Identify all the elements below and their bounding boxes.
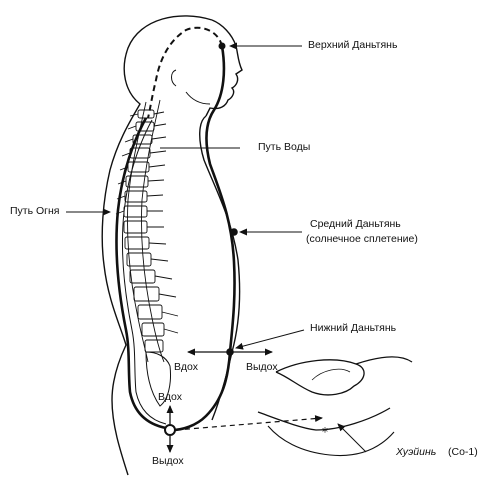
body-back-outline bbox=[101, 15, 213, 476]
sacrum bbox=[145, 351, 171, 407]
perineum-point bbox=[164, 424, 176, 436]
huiyin-dashed-link bbox=[175, 415, 323, 431]
jaw-line bbox=[185, 91, 211, 105]
thigh-outline bbox=[275, 359, 365, 396]
spine bbox=[115, 99, 179, 363]
exhale-perineum-label: Выдох bbox=[152, 455, 184, 467]
perineum-curve bbox=[267, 425, 395, 457]
huiyin-label: Хуэйинь bbox=[396, 446, 437, 458]
leg-outline bbox=[355, 356, 413, 365]
lower-dantian-label: Нижний Даньтянь bbox=[310, 322, 397, 334]
fire-path-label: Путь Огня bbox=[10, 205, 60, 217]
thigh-shading bbox=[311, 368, 351, 381]
middle-dantian-label: Средний Даньтянь bbox=[310, 218, 401, 230]
middle-dantian-point bbox=[230, 228, 238, 236]
ear bbox=[171, 69, 177, 87]
huiyin-code-label: (Co-1) bbox=[448, 446, 478, 458]
head-dashed-channel bbox=[147, 26, 223, 119]
fire-path-channel bbox=[115, 117, 167, 430]
fire-path-channel-inner bbox=[121, 119, 167, 425]
upper-dantian-label: Верхний Даньтянь bbox=[308, 39, 398, 51]
middle-dantian-note: (солнечное сплетение) bbox=[306, 233, 418, 245]
exhale-lower-label: Выдох bbox=[246, 361, 278, 373]
lower-dantian-pointer bbox=[235, 329, 305, 350]
upper-dantian-point bbox=[218, 42, 226, 50]
water-path-label: Путь Воды bbox=[258, 141, 311, 153]
water-path-channel bbox=[171, 45, 236, 432]
inhale-lower-label: Вдох bbox=[174, 361, 198, 373]
huiyin-star-icon: * bbox=[322, 425, 328, 439]
inhale-perineum-label: Вдох bbox=[158, 391, 182, 403]
huiyin-pointer bbox=[337, 423, 367, 453]
buttock-outline bbox=[257, 407, 391, 431]
